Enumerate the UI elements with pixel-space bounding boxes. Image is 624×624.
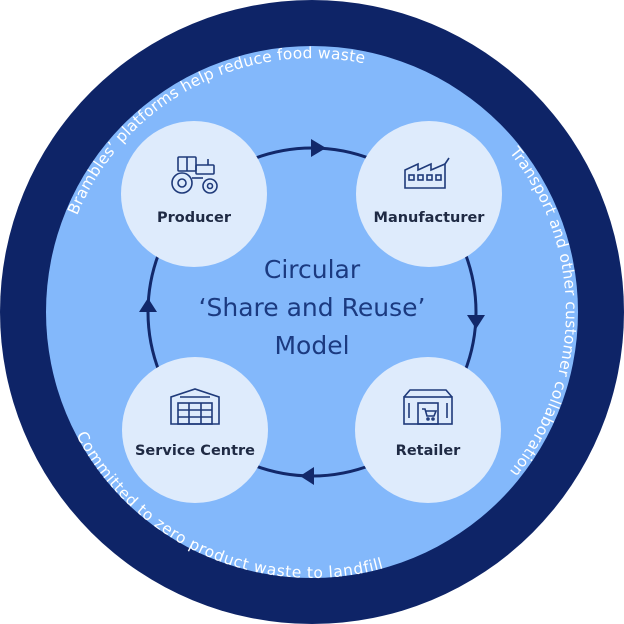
center-title-line-1: Circular — [264, 255, 361, 284]
node-label-manufacturer: Manufacturer — [374, 210, 486, 226]
warehouse-icon — [170, 388, 220, 425]
center-title-line-3: Model — [274, 331, 349, 360]
arrow-right — [467, 315, 485, 329]
node-label-retailer: Retailer — [396, 443, 461, 459]
node-label-producer: Producer — [157, 210, 232, 226]
arrow-left — [139, 298, 157, 312]
store-icon — [403, 389, 453, 425]
arrow-bottom — [300, 467, 314, 485]
factory-icon — [404, 157, 450, 189]
node-label-service-centre: Service Centre — [135, 443, 255, 459]
node-producer: Producer — [121, 121, 267, 267]
node-retailer: Retailer — [355, 357, 501, 503]
center-title: Circular ‘Share and Reuse’ Model — [199, 255, 426, 360]
node-manufacturer: Manufacturer — [356, 121, 502, 267]
center-title-line-2: ‘Share and Reuse’ — [199, 293, 426, 322]
tractor-icon — [171, 156, 218, 194]
arrow-top — [311, 139, 326, 157]
node-service-centre: Service Centre — [122, 357, 268, 503]
